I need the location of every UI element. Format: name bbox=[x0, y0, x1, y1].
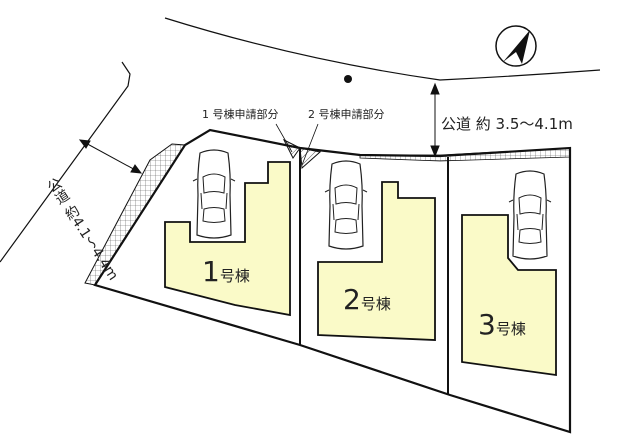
application-label-1: 1 号棟申請部分 bbox=[202, 108, 279, 121]
car-icon bbox=[192, 149, 236, 239]
building-label-3: 3号棟 bbox=[478, 308, 526, 341]
building-1 bbox=[164, 161, 291, 317]
compass-north-icon bbox=[495, 25, 537, 67]
road-edge-top bbox=[164, 17, 601, 81]
car-icon bbox=[508, 170, 552, 260]
site-boundary bbox=[93, 128, 572, 434]
car-icon bbox=[324, 160, 368, 250]
dimension-arrow-top bbox=[430, 82, 440, 158]
application-label-2: 2 号棟申請部分 bbox=[308, 108, 385, 121]
road-width-label-top: 公道 約 3.5〜4.1m bbox=[441, 115, 573, 133]
road-marker-dot bbox=[344, 75, 352, 83]
dimension-arrow-side bbox=[78, 139, 143, 174]
building-3 bbox=[461, 214, 557, 377]
road-edge-side bbox=[0, 61, 131, 263]
building-label-1: 1号棟 bbox=[202, 255, 250, 288]
building-2 bbox=[317, 181, 436, 341]
building-label-2: 2号棟 bbox=[343, 283, 391, 316]
